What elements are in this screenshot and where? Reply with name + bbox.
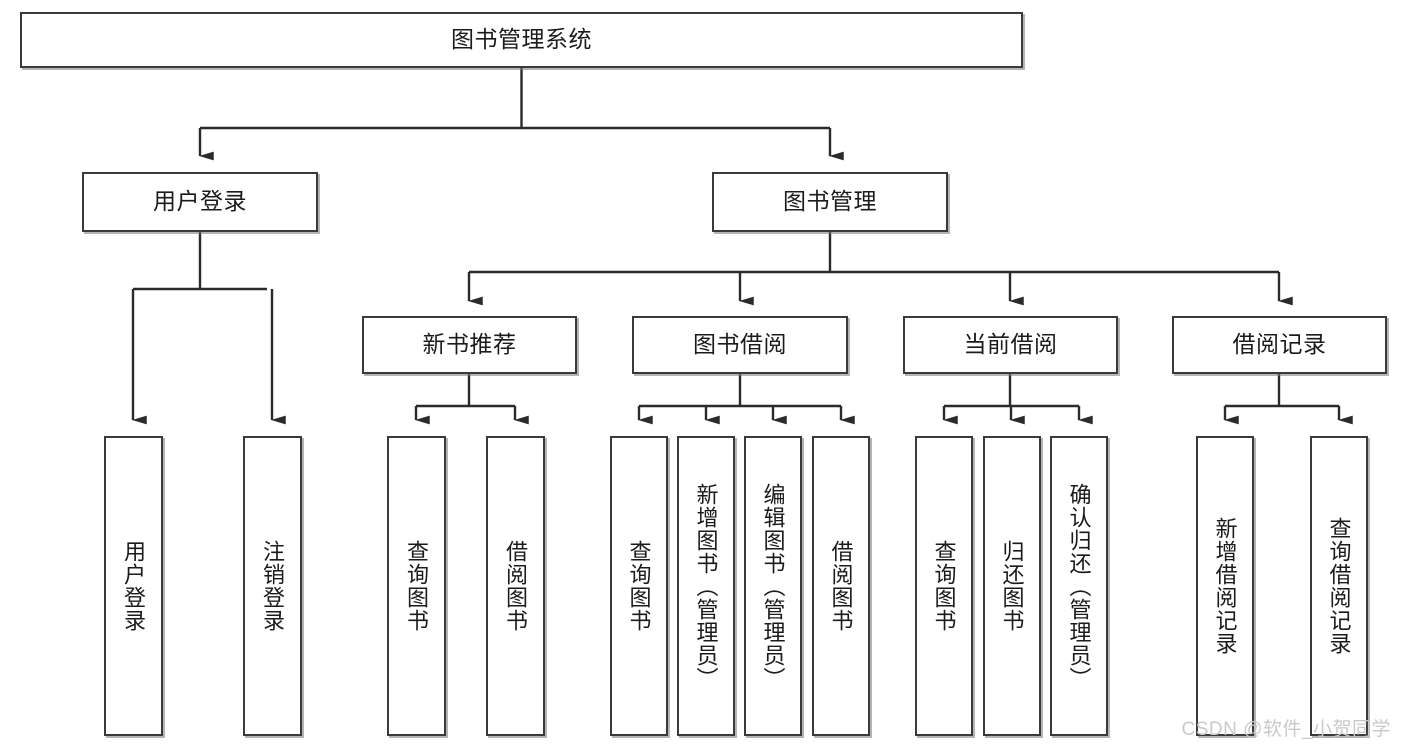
node-leaf-user-logout-label: 注销登录 [260,540,286,632]
node-leaf-user-login[interactable]: 用户登录 [104,436,163,736]
node-user-login[interactable]: 用户登录 [82,172,318,232]
node-borrow-record-label: 借阅记录 [1232,331,1327,358]
node-current-borrow[interactable]: 当前借阅 [903,316,1118,374]
node-book-manage-label: 图书管理 [783,188,877,215]
node-leaf-query-borrow-record-label: 查询借阅记录 [1326,517,1352,655]
node-leaf-query-book-1-label: 查询图书 [404,540,430,632]
node-leaf-borrow-book-2[interactable]: 借阅图书 [812,436,870,736]
node-leaf-query-borrow-record[interactable]: 查询借阅记录 [1310,436,1368,736]
node-leaf-add-book-label: 新增图书（管理员） [693,482,719,690]
node-root-label: 图书管理系统 [451,26,592,53]
node-leaf-return-book[interactable]: 归还图书 [983,436,1041,736]
node-user-login-label: 用户登录 [153,188,247,215]
node-leaf-add-borrow-record[interactable]: 新增借阅记录 [1196,436,1254,736]
node-leaf-add-borrow-record-label: 新增借阅记录 [1212,517,1238,655]
node-current-borrow-label: 当前借阅 [963,331,1058,358]
node-leaf-borrow-book-2-label: 借阅图书 [828,540,854,632]
node-leaf-borrow-book-1-label: 借阅图书 [503,540,529,632]
node-leaf-confirm-return-label: 确认归还（管理员） [1066,482,1092,690]
node-leaf-return-book-label: 归还图书 [999,540,1025,632]
node-leaf-query-book-1[interactable]: 查询图书 [387,436,446,736]
node-leaf-query-book-3-label: 查询图书 [931,540,957,632]
node-new-book-recommend[interactable]: 新书推荐 [362,316,577,374]
node-leaf-query-book-2[interactable]: 查询图书 [610,436,668,736]
node-leaf-query-book-3[interactable]: 查询图书 [915,436,973,736]
node-leaf-user-logout[interactable]: 注销登录 [243,436,302,736]
node-leaf-user-login-label: 用户登录 [121,540,147,632]
node-leaf-add-book[interactable]: 新增图书（管理员） [677,436,735,736]
node-leaf-edit-book[interactable]: 编辑图书（管理员） [744,436,802,736]
node-new-book-recommend-label: 新书推荐 [422,331,517,358]
node-book-manage[interactable]: 图书管理 [712,172,948,232]
node-leaf-edit-book-label: 编辑图书（管理员） [760,482,786,690]
node-root[interactable]: 图书管理系统 [20,12,1023,68]
node-borrow-record[interactable]: 借阅记录 [1172,316,1387,374]
node-leaf-query-book-2-label: 查询图书 [626,540,652,632]
node-leaf-confirm-return[interactable]: 确认归还（管理员） [1050,436,1108,736]
node-leaf-borrow-book-1[interactable]: 借阅图书 [486,436,545,736]
node-book-borrow-label: 图书借阅 [693,331,787,358]
node-book-borrow[interactable]: 图书借阅 [632,316,848,374]
